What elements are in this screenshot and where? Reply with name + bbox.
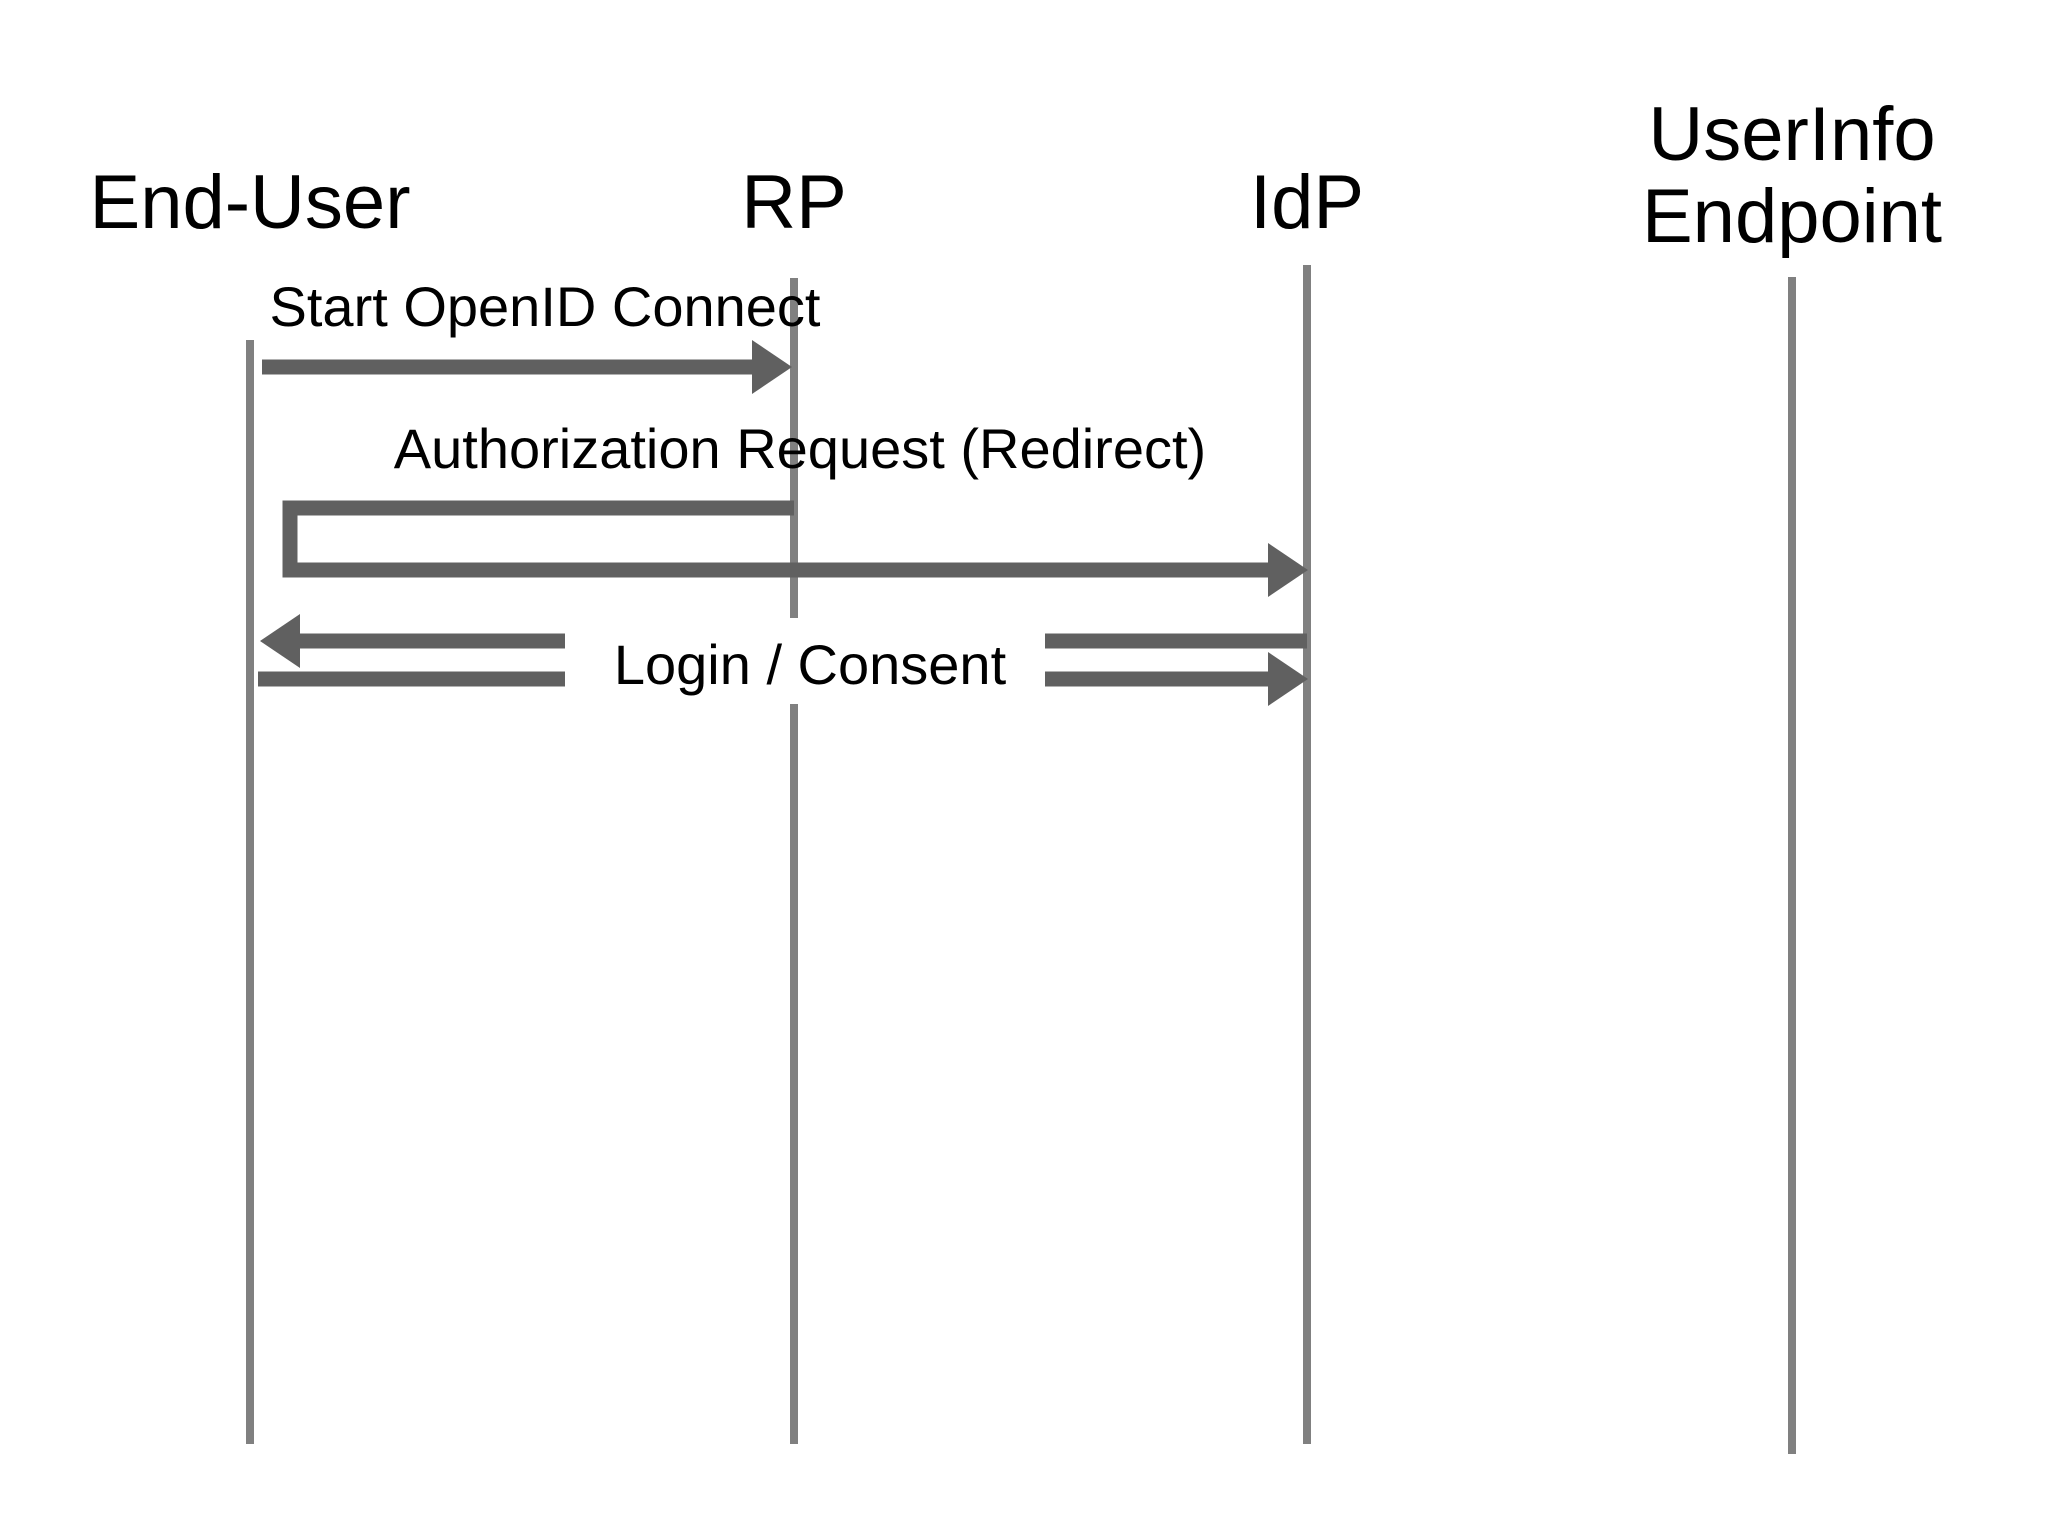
message-label-backdrop-login-consent bbox=[565, 618, 1045, 704]
message-arrowhead-authorization-request-redirect bbox=[1268, 543, 1308, 597]
message-label-group-login-consent: Login / Consent bbox=[565, 618, 1045, 704]
participant-label-idp: IdP bbox=[1250, 160, 1364, 245]
participant-label-end-user: End-User bbox=[90, 160, 411, 245]
participant-label-userinfo-line2: Endpoint bbox=[1642, 174, 1942, 259]
participant-header-userinfo-endpoint[interactable]: UserInfo Endpoint bbox=[1642, 92, 1942, 259]
message-start-openid-connect[interactable]: Start OpenID Connect bbox=[262, 275, 821, 394]
message-arrowhead-login-consent-request bbox=[1268, 652, 1308, 706]
message-label-start-openid-connect: Start OpenID Connect bbox=[270, 275, 821, 338]
participant-header-end-user[interactable]: End-User bbox=[90, 160, 411, 245]
participant-header-idp[interactable]: IdP bbox=[1250, 160, 1364, 245]
message-authorization-request-redirect[interactable]: Authorization Request (Redirect) bbox=[282, 417, 1308, 597]
message-arrowhead-start-openid-connect bbox=[752, 340, 792, 394]
message-arrowhead-login-consent-response bbox=[260, 614, 300, 668]
participant-label-rp: RP bbox=[741, 160, 847, 245]
message-label-login-consent: Login / Consent bbox=[614, 633, 1007, 696]
participant-label-userinfo-line1: UserInfo bbox=[1648, 92, 1935, 177]
message-label-authorization-request-redirect: Authorization Request (Redirect) bbox=[394, 417, 1206, 480]
message-path-authorization-request-redirect bbox=[282, 500, 1268, 578]
participant-header-rp[interactable]: RP bbox=[741, 160, 847, 245]
